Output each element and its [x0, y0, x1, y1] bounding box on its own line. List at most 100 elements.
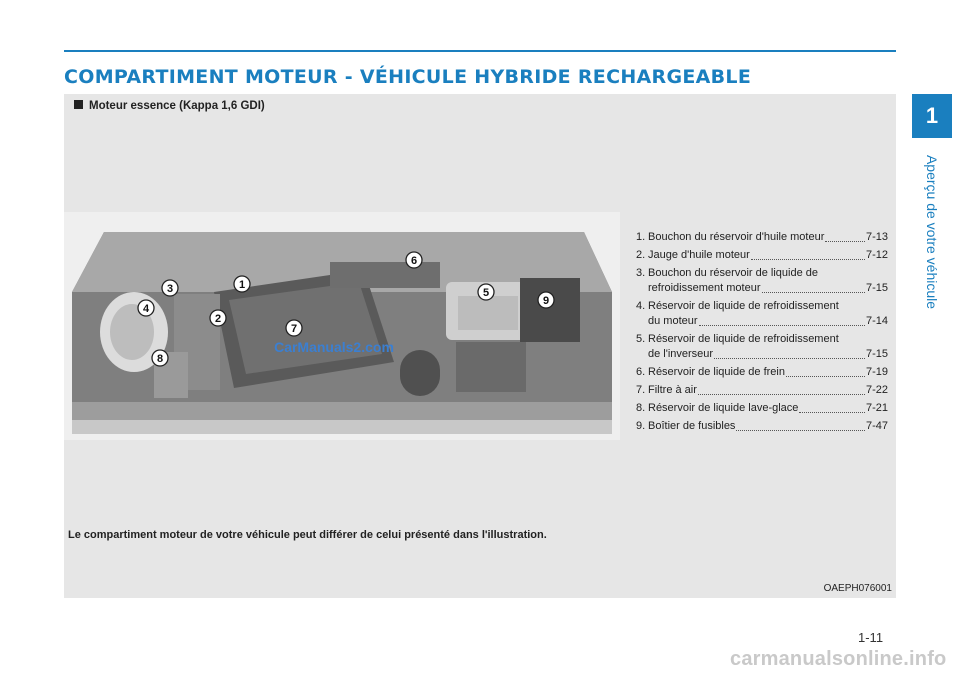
legend-leader-line: Bouchon du réservoir d'huile moteur 7-13 [648, 230, 888, 245]
legend-item: 1.Bouchon du réservoir d'huile moteur 7-1… [636, 230, 888, 245]
dot-leader [825, 241, 865, 242]
legend-label: Réservoir de liquide lave-glace [648, 402, 799, 414]
legend-item: 6.Réservoir de liquide de frein 7-19 [636, 365, 888, 380]
legend-leader-line: Boîtier de fusibles 7-47 [648, 419, 888, 434]
legend-leader-line: refroidissement moteur 7-15 [648, 281, 888, 296]
legend-text: Réservoir de liquide de frein 7-19 [648, 365, 888, 380]
dot-leader [736, 430, 865, 431]
legend-text: Bouchon du réservoir de liquide de refroi… [648, 266, 888, 296]
dot-leader [761, 292, 865, 293]
engine-illustration: 3 1 4 2 7 8 6 5 9 CarManuals2.com [64, 212, 620, 440]
svg-text:3: 3 [167, 283, 173, 295]
callout-8: 8 [151, 349, 169, 367]
legend-label: de l'inverseur [648, 348, 714, 360]
legend-line: Réservoir de liquide de refroidissement [648, 333, 839, 345]
legend-leader-line: Filtre à air 7-22 [648, 383, 888, 398]
figure-panel: Moteur essence (Kappa 1,6 GDI) 3 1 4 2 7… [64, 94, 896, 598]
figure-subtitle-text: Moteur essence (Kappa 1,6 GDI) [89, 100, 265, 112]
legend-number: 4. [636, 300, 646, 312]
legend-page-ref[interactable]: 7-19 [865, 366, 888, 378]
svg-text:6: 6 [411, 255, 417, 267]
legend-leader-line: de l'inverseur 7-15 [648, 347, 888, 362]
dot-leader [697, 394, 865, 395]
dot-leader [714, 358, 865, 359]
legend-text: Bouchon du réservoir d'huile moteur 7-13 [648, 230, 888, 245]
legend-page-ref[interactable]: 7-15 [865, 348, 888, 360]
svg-text:8: 8 [157, 353, 163, 365]
legend-item: 4.Réservoir de liquide de refroidissemen… [636, 299, 888, 329]
callout-6: 6 [405, 251, 423, 269]
svg-text:1: 1 [239, 279, 245, 291]
legend-label: Filtre à air [648, 384, 697, 396]
legend-page-ref[interactable]: 7-14 [865, 315, 888, 327]
legend-number: 1. [636, 231, 646, 243]
legend-label: Bouchon du réservoir d'huile moteur [648, 231, 825, 243]
figure-subtitle: Moteur essence (Kappa 1,6 GDI) [74, 100, 265, 112]
legend-leader-line: Réservoir de liquide de frein 7-19 [648, 365, 888, 380]
legend-number: 3. [636, 267, 646, 279]
chapter-label: Aperçu de votre véhicule [924, 154, 940, 310]
legend-number: 7. [636, 384, 646, 396]
legend-text: Réservoir de liquide de refroidissement d… [648, 332, 888, 362]
legend-page-ref[interactable]: 7-13 [865, 231, 888, 243]
legend-item: 3.Bouchon du réservoir de liquide de refr… [636, 266, 888, 296]
dot-leader [799, 412, 865, 413]
legend-line: Bouchon du réservoir de liquide de [648, 267, 819, 279]
chapter-number: 1 [925, 103, 939, 128]
legend-text: Filtre à air 7-22 [648, 383, 888, 398]
figure-code: OAEPH076001 [823, 583, 892, 594]
legend-page-ref[interactable]: 7-47 [865, 420, 888, 432]
callout-2: 2 [209, 309, 227, 327]
legend-label: refroidissement moteur [648, 282, 761, 294]
legend-label: Réservoir de liquide de frein [648, 366, 785, 378]
dot-leader [698, 325, 865, 326]
legend-leader-line: Jauge d'huile moteur 7-12 [648, 248, 888, 263]
legend-item: 9.Boîtier de fusibles 7-47 [636, 419, 888, 434]
callout-5: 5 [477, 283, 495, 301]
legend-label: Jauge d'huile moteur [648, 249, 750, 261]
legend-text: Boîtier de fusibles 7-47 [648, 419, 888, 434]
callout-1: 1 [233, 275, 251, 293]
legend-list: 1.Bouchon du réservoir d'huile moteur 7-1… [636, 230, 888, 437]
page-number: 1-11 [858, 630, 884, 645]
image-watermark: CarManuals2.com [274, 339, 394, 355]
site-watermark: carmanualsonline.info [730, 648, 947, 670]
legend-number: 2. [636, 249, 646, 261]
legend-number: 5. [636, 333, 646, 345]
page-title: COMPARTIMENT MOTEUR - VÉHICULE HYBRIDE R… [64, 66, 752, 88]
figure-note: Le compartiment moteur de votre véhicule… [68, 529, 547, 541]
legend-number: 6. [636, 366, 646, 378]
legend-text: Réservoir de liquide de refroidissement d… [648, 299, 888, 329]
callout-4: 4 [137, 299, 155, 317]
legend-number: 8. [636, 402, 646, 414]
chapter-tab[interactable]: 1 [912, 94, 952, 138]
svg-text:5: 5 [483, 287, 489, 299]
svg-text:2: 2 [215, 313, 221, 325]
dot-leader [750, 259, 865, 260]
legend-leader-line: du moteur 7-14 [648, 314, 888, 329]
legend-leader-line: Réservoir de liquide lave-glace 7-21 [648, 401, 888, 416]
legend-item: 7.Filtre à air 7-22 [636, 383, 888, 398]
square-bullet-icon [74, 100, 83, 109]
legend-text: Réservoir de liquide lave-glace 7-21 [648, 401, 888, 416]
legend-label: du moteur [648, 315, 698, 327]
callout-3: 3 [161, 279, 179, 297]
callout-7: 7 [285, 319, 303, 337]
legend-item: 8.Réservoir de liquide lave-glace 7-21 [636, 401, 888, 416]
legend-text: Jauge d'huile moteur 7-12 [648, 248, 888, 263]
svg-text:4: 4 [143, 303, 150, 315]
callout-9: 9 [537, 291, 555, 309]
legend-number: 9. [636, 420, 646, 432]
svg-text:7: 7 [291, 323, 297, 335]
legend-item: 5.Réservoir de liquide de refroidissemen… [636, 332, 888, 362]
legend-page-ref[interactable]: 7-21 [865, 402, 888, 414]
legend-page-ref[interactable]: 7-12 [865, 249, 888, 261]
dot-leader [785, 376, 865, 377]
legend-label: Boîtier de fusibles [648, 420, 736, 432]
top-rule [64, 50, 896, 52]
svg-text:9: 9 [543, 295, 549, 307]
legend-item: 2.Jauge d'huile moteur 7-12 [636, 248, 888, 263]
legend-page-ref[interactable]: 7-15 [865, 282, 888, 294]
legend-page-ref[interactable]: 7-22 [865, 384, 888, 396]
legend-line: Réservoir de liquide de refroidissement [648, 300, 839, 312]
